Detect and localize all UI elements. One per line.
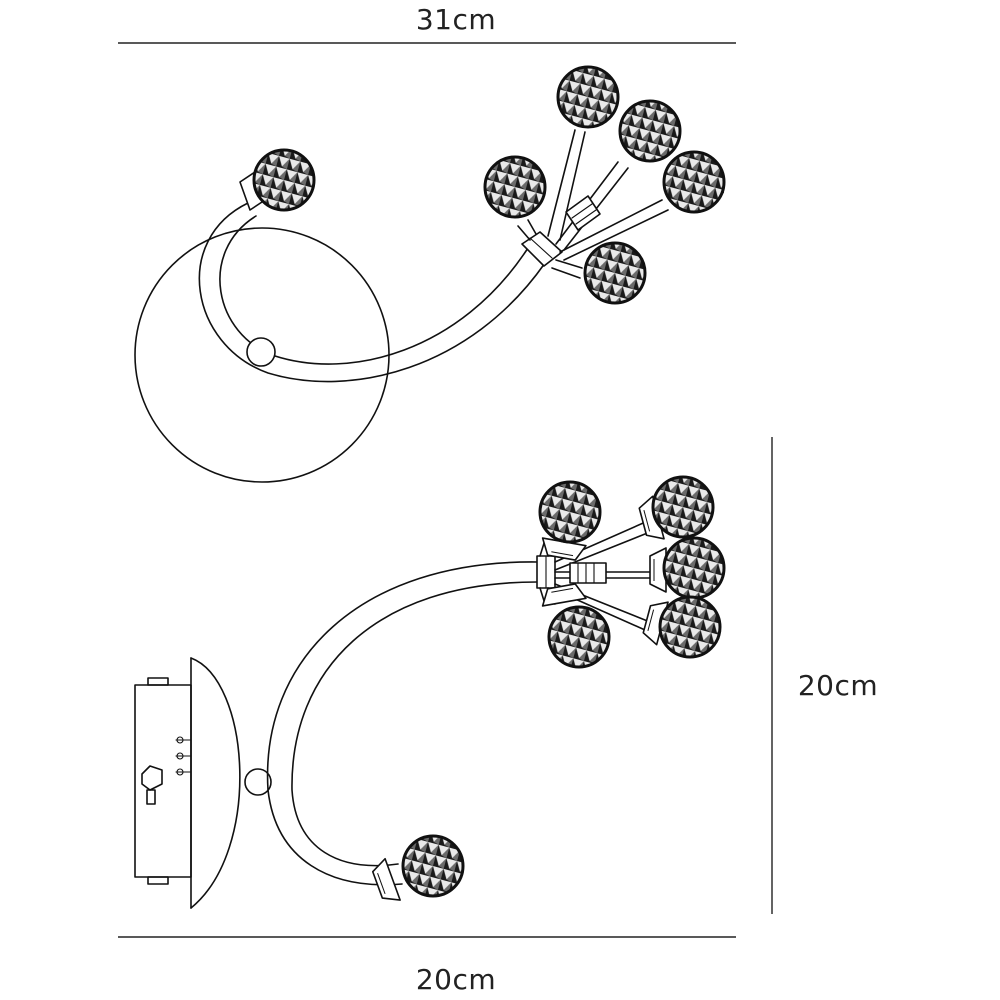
front-arm-outer — [198, 202, 546, 383]
side-bulb — [569, 562, 607, 584]
dimension-label-width-top: 31cm — [415, 3, 497, 36]
front-crystal-ball-right — [662, 150, 726, 214]
front-crystal-ball-upper-right — [618, 99, 682, 163]
front-crystal-ball-left — [252, 148, 316, 212]
front-crystal-ball-lower — [583, 241, 647, 305]
side-crystal-ball-lower-right — [658, 595, 722, 659]
dimension-label-height: 20cm — [797, 669, 879, 702]
side-joint-knob — [244, 768, 272, 796]
side-arm-outer — [266, 561, 538, 886]
side-crystal-ball-lower-left — [547, 605, 611, 669]
dimension-label-width-bottom: 20cm — [415, 963, 497, 996]
side-view — [134, 475, 726, 909]
front-joint-knob — [246, 337, 276, 367]
front-crystal-ball-top — [556, 65, 620, 129]
side-mounting-box — [134, 684, 192, 878]
front-arm-inner — [219, 215, 529, 365]
side-crystal-ball-top-left — [538, 480, 602, 544]
side-crystal-ball-middle-right — [662, 536, 726, 600]
side-crystal-ball-bottom — [401, 834, 465, 898]
side-connector — [141, 765, 163, 791]
side-arm-inner — [291, 581, 538, 867]
front-crystal-ball-mid-left — [483, 155, 547, 219]
side-crystal-ball-top-right — [651, 475, 715, 539]
front-view — [134, 65, 727, 483]
side-backplate — [190, 657, 241, 909]
